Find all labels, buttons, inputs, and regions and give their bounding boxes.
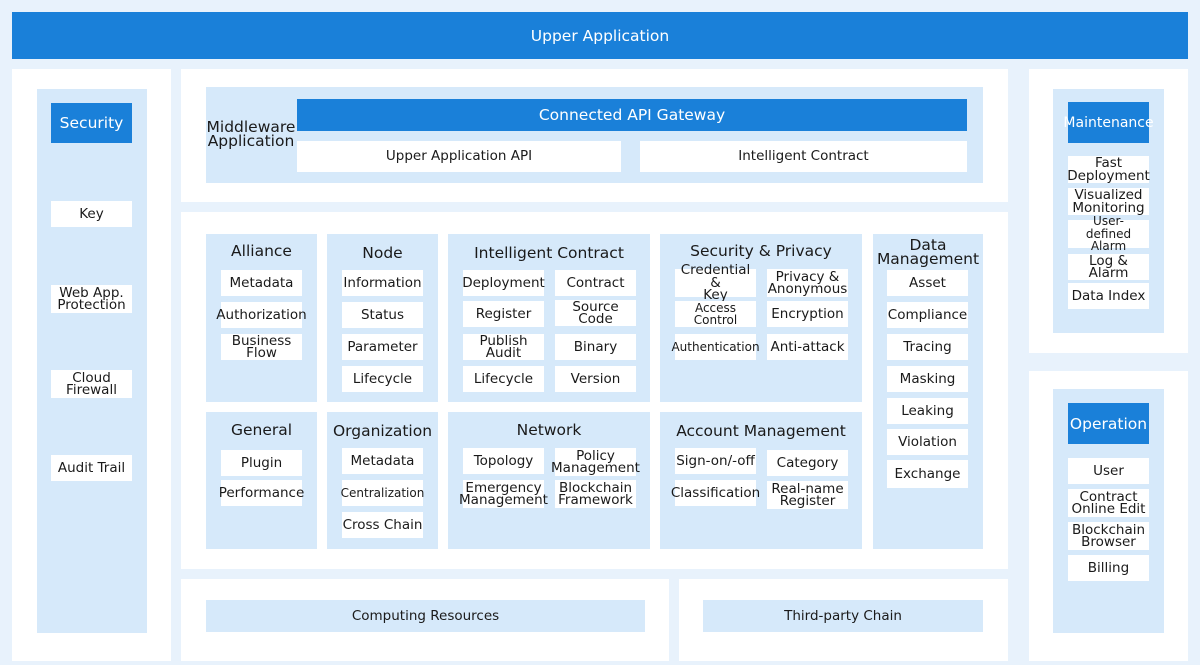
alliance-item: Authorization: [216, 302, 307, 328]
maintenance-item: Log & Alarm: [1068, 254, 1149, 280]
network-title: Network: [516, 421, 582, 439]
dm-item: Exchange: [887, 460, 968, 488]
node-item: Lifecycle: [342, 366, 423, 392]
account-management-title: Account Management: [676, 422, 846, 440]
org-item: Metadata: [342, 448, 423, 474]
account-item: Category: [767, 450, 848, 476]
upper-application-api: Upper Application API: [297, 141, 621, 172]
ic-item: Deployment: [462, 270, 545, 296]
maintenance-item: Data Index: [1068, 283, 1149, 309]
operation-item: User: [1068, 458, 1149, 484]
ic-item: Source Code: [555, 300, 636, 326]
alliance-item: Metadata: [221, 270, 302, 296]
dm-item: Compliance: [887, 302, 968, 328]
dm-item: Masking: [887, 366, 968, 392]
general-title: General: [230, 421, 293, 439]
maintenance-item: Fast Deployment: [1067, 155, 1150, 184]
data-management-title: Data Management: [876, 236, 980, 268]
network-item: Blockchain Framework: [555, 480, 636, 508]
third-party-chain: Third-party Chain: [703, 600, 983, 632]
api-gateway: Connected API Gateway: [297, 99, 967, 131]
alliance-title: Alliance: [231, 242, 292, 260]
alliance-item: Business Flow: [221, 334, 302, 360]
sp-item: Credential & Key: [675, 264, 756, 302]
security-privacy-title: Security & Privacy: [690, 242, 832, 260]
security-title: Security: [51, 103, 132, 143]
intelligent-contract-title: Intelligent Contract: [474, 244, 624, 262]
operation-item: Blockchain Browser: [1068, 522, 1149, 550]
org-item: Centralization: [341, 480, 424, 506]
sp-item: Authentication: [671, 334, 760, 360]
maintenance-item: User- defined Alarm: [1068, 215, 1149, 253]
dm-item: Violation: [887, 429, 968, 455]
sp-item: Encryption: [767, 301, 848, 327]
sp-item: Anti-attack: [767, 334, 848, 360]
ic-item: Publish Audit: [463, 334, 544, 360]
ic-item: Lifecycle: [463, 366, 544, 392]
ic-item: Contract: [555, 270, 636, 296]
upper-application-bar: Upper Application: [12, 12, 1188, 59]
operation-item: Billing: [1068, 555, 1149, 581]
sp-item: Access Control: [675, 301, 756, 327]
account-item: Classification: [671, 480, 760, 506]
account-item: Sign-on/-off: [675, 448, 756, 474]
ic-item: Binary: [555, 334, 636, 360]
node-item: Information: [342, 270, 423, 296]
maintenance-title: Maintenance: [1063, 102, 1154, 143]
security-item: Audit Trail: [51, 455, 132, 481]
dm-item: Leaking: [887, 398, 968, 424]
dm-item: Tracing: [887, 334, 968, 360]
node-item: Status: [342, 302, 423, 328]
network-item: Policy Management: [551, 447, 640, 476]
computing-resources: Computing Resources: [206, 600, 645, 632]
organization-title: Organization: [332, 422, 433, 440]
node-title: Node: [362, 244, 403, 262]
sp-item: Privacy & Anonymous: [767, 268, 848, 297]
security-item: Web App. Protection: [51, 285, 132, 313]
security-item: Cloud Firewall: [51, 370, 132, 398]
dm-item: Asset: [887, 270, 968, 296]
account-item: Real-name Register: [767, 481, 848, 509]
maintenance-item: Visualized Monitoring: [1068, 188, 1149, 215]
operation-item: Contract Online Edit: [1068, 489, 1149, 517]
org-item: Cross Chain: [342, 512, 423, 538]
ic-item: Register: [463, 301, 544, 327]
upper-application-label: Upper Application: [530, 26, 670, 45]
general-item: Performance: [219, 480, 304, 506]
network-item: Emergency Management: [459, 479, 548, 508]
network-item: Topology: [463, 448, 544, 474]
operation-title: Operation: [1068, 403, 1149, 444]
ic-item: Version: [555, 366, 636, 392]
node-item: Parameter: [342, 334, 423, 360]
general-item: Plugin: [221, 450, 302, 476]
middleware-label: Middleware Application: [206, 118, 296, 150]
security-inner: [37, 89, 147, 633]
middleware-intelligent-contract: Intelligent Contract: [640, 141, 967, 172]
security-item: Key: [51, 201, 132, 227]
